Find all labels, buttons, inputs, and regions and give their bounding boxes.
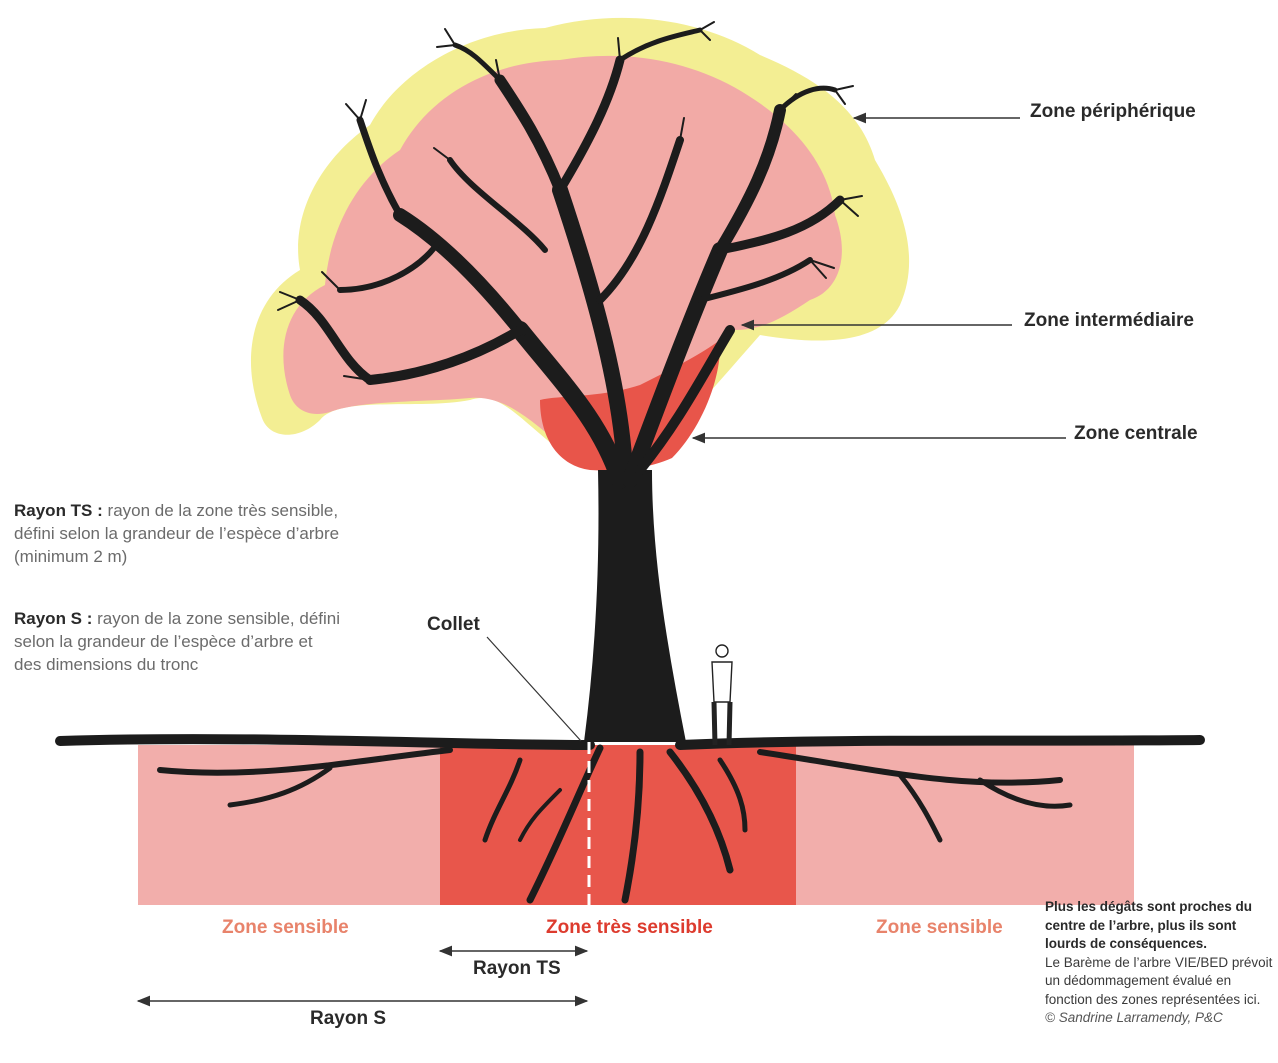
person-figure: [712, 645, 732, 745]
label-zone-centrale: Zone centrale: [1074, 423, 1198, 445]
label-collet: Collet: [427, 614, 480, 636]
callout-collet-line: [487, 637, 581, 741]
definition-rayon-s: Rayon S : rayon de la zone sensible, déf…: [14, 607, 344, 676]
label-zone-sensible-right: Zone sensible: [876, 917, 1003, 939]
definition-rayon-s-term: Rayon S :: [14, 609, 92, 628]
label-zone-sensible-left: Zone sensible: [222, 917, 349, 939]
tree-trunk: [584, 470, 686, 742]
soil-zone-sensible-right: [796, 745, 1134, 905]
label-zone-intermediaire: Zone intermédiaire: [1024, 310, 1194, 332]
label-rayon-s: Rayon S: [310, 1008, 386, 1030]
definition-rayon-ts: Rayon TS : rayon de la zone très sensibl…: [14, 499, 344, 568]
label-rayon-ts: Rayon TS: [473, 958, 561, 980]
label-zone-tres-sensible: Zone très sensible: [546, 917, 713, 939]
damage-note: Plus les dégâts sont proches du centre d…: [1045, 898, 1275, 1028]
damage-note-bold: Plus les dégâts sont proches du centre d…: [1045, 899, 1252, 951]
definition-rayon-ts-term: Rayon TS :: [14, 501, 103, 520]
label-zone-peripherique: Zone périphérique: [1030, 101, 1196, 123]
damage-note-text: Le Barème de l’arbre VIE/BED prévoit un …: [1045, 955, 1272, 1007]
image-credit: © Sandrine Larramendy, P&C: [1045, 1010, 1223, 1025]
